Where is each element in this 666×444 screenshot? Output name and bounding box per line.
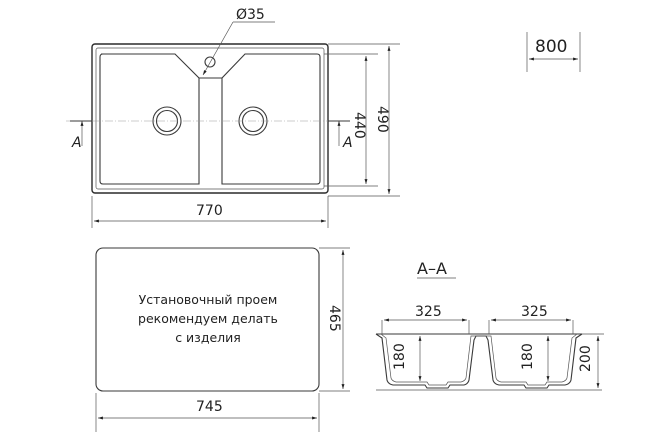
cutout-outline <box>95 247 320 392</box>
left-bowl-outline <box>99 53 200 185</box>
height-440-label: 440 <box>351 112 367 139</box>
section-profile-inner <box>380 333 578 386</box>
section-view: A–A 325 325 180 180 200 <box>375 259 604 391</box>
cutout-note-line2: рекомендуем делать <box>138 311 278 326</box>
hole-diameter-label: Ø35 <box>236 7 265 23</box>
sink-inner-rim <box>95 47 325 190</box>
width-770-label: 770 <box>196 203 223 219</box>
right-bowl-outline <box>221 53 321 185</box>
tap-hole <box>204 56 216 68</box>
cutout-note-line3: с изделия <box>175 330 241 345</box>
height-490-label: 490 <box>374 106 390 133</box>
left-bowl-width-label: 325 <box>415 304 442 320</box>
cutout-view: Установочный проем рекомендуем делать с … <box>95 247 350 432</box>
top-view: A A Ø35 770 440 490 <box>66 7 400 228</box>
cutout-height-label: 465 <box>326 305 342 332</box>
right-bowl-depth-label: 180 <box>520 343 536 370</box>
total-depth-label: 200 <box>578 345 594 372</box>
cutout-width-label: 745 <box>196 399 223 415</box>
right-bowl-width-label: 325 <box>521 304 548 320</box>
left-bowl-depth-label: 180 <box>392 343 408 370</box>
section-title: A–A <box>417 259 447 278</box>
section-marker-left: A <box>71 135 82 151</box>
cutout-note-line1: Установочный проем <box>139 292 278 307</box>
cabinet-width-label: 800 <box>535 37 567 57</box>
section-marker-right: A <box>342 135 353 151</box>
cabinet-width: 800 <box>526 32 581 72</box>
sink-outer-rim <box>91 43 329 194</box>
